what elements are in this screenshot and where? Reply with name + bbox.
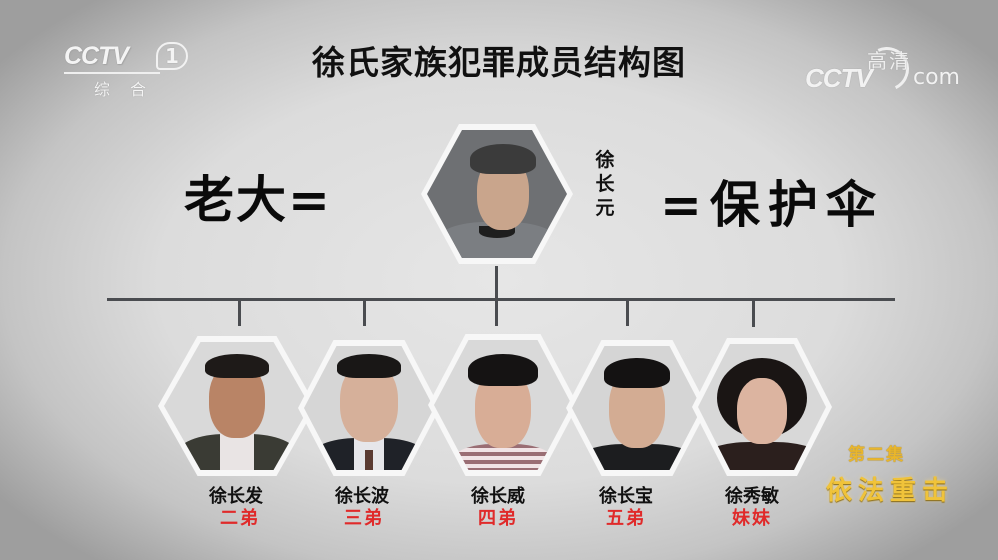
leader-portrait xyxy=(421,124,573,264)
portrait-photo xyxy=(572,346,702,470)
connector-bus xyxy=(107,298,895,301)
leader-role-label: =保护伞 xyxy=(660,176,884,234)
connector-trunk xyxy=(495,266,498,326)
episode-title: 依法重击 xyxy=(826,476,955,506)
connector-drop xyxy=(752,299,755,327)
leader-name-char: 徐 xyxy=(595,149,615,171)
member-relation: 妹妹 xyxy=(732,508,772,529)
com-suffix: com xyxy=(913,65,960,90)
leader-name-char: 元 xyxy=(595,197,615,219)
logo-underline xyxy=(64,72,160,74)
member-name: 徐长宝 xyxy=(599,486,653,507)
channel-number-badge: 1 xyxy=(156,42,188,70)
member-relation: 三弟 xyxy=(344,508,384,529)
portrait-face xyxy=(737,378,787,444)
channel-subtitle: 综合 xyxy=(94,80,167,99)
member-portrait xyxy=(566,340,708,476)
episode-number: 第二集 xyxy=(848,445,905,465)
portrait-photo xyxy=(164,342,310,470)
portrait-collar xyxy=(220,434,254,470)
member-name: 徐长波 xyxy=(335,486,389,507)
portrait-hair xyxy=(470,144,536,174)
portrait-hair xyxy=(337,354,401,378)
cctv-hd-logo: 高清 CCTV com xyxy=(805,40,975,98)
portrait-tie xyxy=(365,450,373,470)
member-portrait xyxy=(298,340,440,476)
member-name: 徐秀敏 xyxy=(725,486,779,507)
portrait-hair xyxy=(205,354,269,378)
connector-drop xyxy=(363,299,366,326)
portrait-hair xyxy=(468,354,538,386)
member-name: 徐长发 xyxy=(209,486,263,507)
member-relation: 四弟 xyxy=(478,508,518,529)
connector-drop xyxy=(238,299,241,326)
chart-title: 徐氏家族犯罪成员结构图 xyxy=(312,43,686,82)
member-relation: 二弟 xyxy=(220,508,260,529)
leader-rank-label: 老大= xyxy=(184,171,332,229)
cctv1-channel-logo: CCTV 1 综合 xyxy=(58,38,198,99)
member-portrait xyxy=(428,334,578,476)
connector-drop xyxy=(626,299,629,326)
cctv-hd-wordmark: CCTV xyxy=(805,63,873,93)
portrait-shirt xyxy=(453,444,553,470)
leader-name-char: 长 xyxy=(595,173,615,195)
member-portrait xyxy=(158,336,316,476)
portrait-hair xyxy=(604,358,670,388)
member-portrait xyxy=(692,338,832,476)
hd-label: 高清 xyxy=(867,49,911,73)
leader-name-vertical: 徐 长 元 xyxy=(593,148,617,220)
member-relation: 五弟 xyxy=(606,508,646,529)
cctv-logo-wordmark: CCTV xyxy=(64,42,129,70)
member-name: 徐长威 xyxy=(471,486,525,507)
